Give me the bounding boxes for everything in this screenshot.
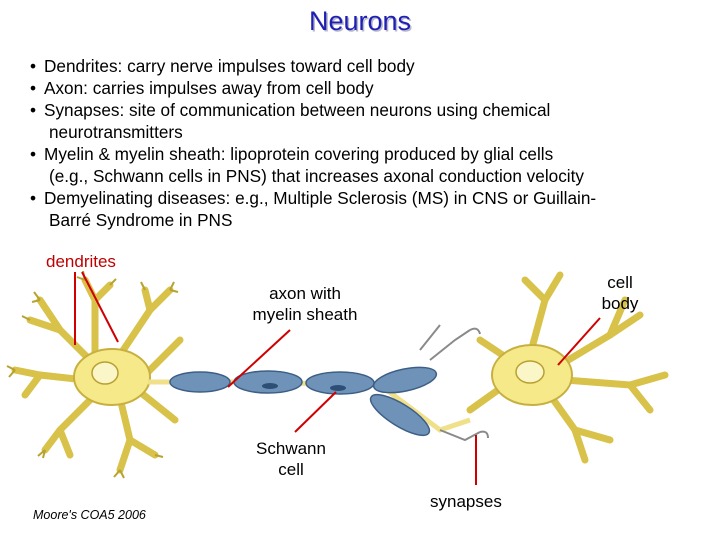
bullet-demyelinating: Demyelinating diseases: e.g., Multiple S… [30,187,710,231]
cell-body-label-line2: body [601,294,639,313]
axon [148,366,471,437]
bullet-myelin: Myelin & myelin sheath: lipoprotein cove… [30,143,710,187]
bullet-axon: Axon: carries impulses away from cell bo… [30,77,710,99]
bullet-list: Dendrites: carry nerve impulses toward c… [30,55,710,231]
cell-body-label-line1: cell [607,273,633,292]
figure-credit: Moore's COA5 2006 [33,508,146,522]
myelin-segment [369,393,431,437]
myelin-segment [233,370,303,394]
right-neuron-dendrites [466,271,669,464]
bullet-dendrites: Dendrites: carry nerve impulses toward c… [30,55,710,77]
axon-label: axon with myelin sheath [240,283,370,325]
schwann-label-line2: cell [278,460,304,479]
schwann-nucleus [262,383,278,389]
dendrites-label: dendrites [46,252,116,271]
axon-label-line2: myelin sheath [252,305,358,324]
slide-title: Neurons [308,6,412,36]
right-nucleus [515,360,545,384]
schwann-label-line1: Schwann [256,439,326,458]
myelin-segment [169,371,231,393]
left-neuron-dendrite-tips [6,270,179,479]
schwann-cell-label: Schwann cell [246,438,336,480]
pointer-lines [74,271,601,485]
synapses-label: synapses [430,492,502,511]
schwann-nucleus [330,385,346,391]
axon-label-line1: axon with [269,284,341,303]
dendrites-pointer-2 [81,271,119,343]
cell-body-label: cell body [590,272,650,314]
myelin-segment [372,366,438,394]
left-nucleus [91,361,119,385]
axon-pointer [227,329,291,388]
schwann-pointer [294,391,337,433]
cell-body-pointer [557,317,601,366]
axon-terminals [419,324,489,442]
bullet-synapses: Synapses: site of communication between … [30,99,710,143]
